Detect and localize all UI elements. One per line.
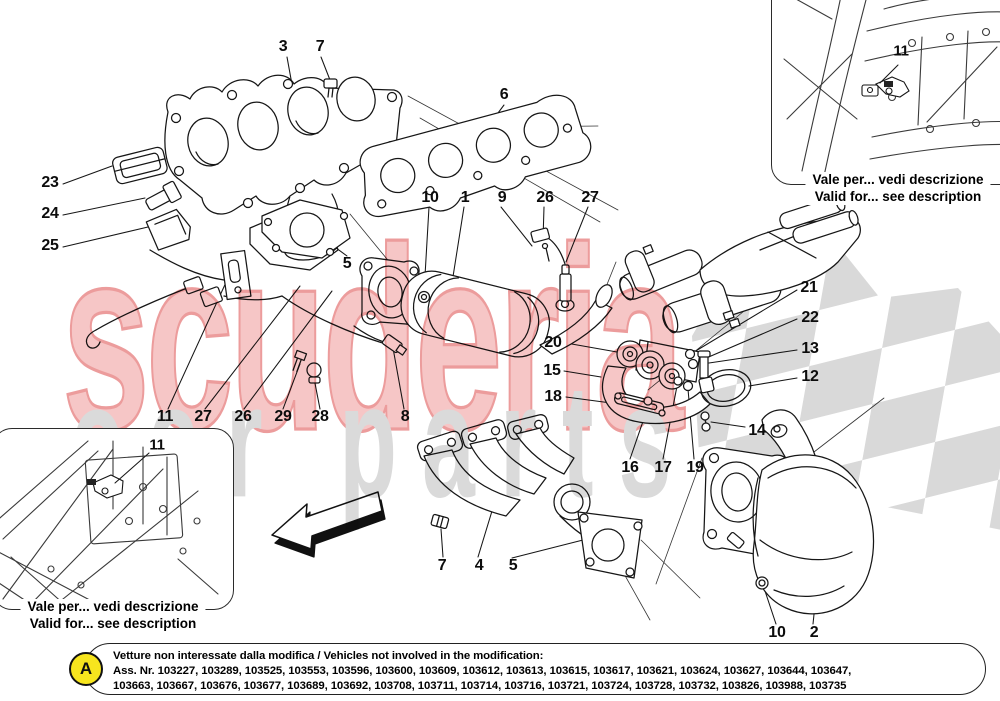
- bolt-29: [292, 349, 308, 373]
- catalytic-converter: [359, 227, 613, 358]
- mount-bracket-cluster: [601, 339, 752, 432]
- callout-15: 15: [543, 362, 561, 379]
- caption-line-italian: Vale per... vedi descrizione: [812, 172, 984, 187]
- stud-7b: [430, 513, 450, 530]
- inset-top-right-art: [783, 0, 1000, 177]
- callout-2: 2: [809, 624, 819, 641]
- callout-27-b: 27: [194, 408, 212, 425]
- callout-8: 8: [400, 408, 410, 425]
- callout-17: 17: [654, 459, 672, 476]
- footer-line-1: Vetture non interessate dalla modifica /…: [113, 650, 544, 662]
- manifold-gasket-upper: [249, 199, 351, 271]
- plug-10: [755, 576, 769, 590]
- pre-cat-converter: [702, 409, 875, 615]
- inset-top-right: 11 Vale per... vedi descrizione Valid fo…: [771, 0, 1000, 205]
- callout-11-a: 11: [156, 408, 174, 425]
- clip-23: [112, 146, 168, 185]
- inset-bottom-left-caption: Vale per... vedi descrizione Valid for..…: [20, 599, 206, 632]
- callout-7-b: 7: [437, 557, 447, 574]
- callout-29: 29: [274, 408, 292, 425]
- footer-line-3: 103663, 103667, 103676, 103677, 103689, …: [113, 679, 847, 692]
- callout-24: 24: [41, 205, 59, 222]
- bolt-13: [697, 350, 711, 379]
- callout-5-a: 5: [342, 255, 352, 272]
- callout-7-a: 7: [315, 38, 325, 55]
- bracket-part: [92, 474, 124, 499]
- inset-bottom-left: 11 Vale per... vedi descrizione Valid fo…: [0, 428, 234, 632]
- footer-line-2: Ass. Nr. 103227, 103289, 103525, 103553,…: [113, 664, 852, 677]
- direction-arrow: [271, 491, 386, 558]
- callout-6: 6: [499, 86, 509, 103]
- footer-note-box: A Vetture non interessate dalla modifica…: [69, 643, 986, 695]
- bolt-24: [145, 180, 182, 211]
- callout-1: 1: [460, 189, 470, 206]
- callout-9: 9: [497, 189, 507, 206]
- callout-28: 28: [311, 408, 329, 425]
- callout-18: 18: [544, 388, 562, 405]
- rear-silencer: [619, 195, 861, 334]
- callout-10-a: 10: [421, 189, 439, 206]
- bracket-11: [220, 249, 252, 301]
- callout-23: 23: [41, 174, 59, 191]
- callout-3: 3: [278, 38, 288, 55]
- manifold-gasket-6: [359, 94, 592, 218]
- callout-21: 21: [800, 279, 818, 296]
- inset-top-right-caption: Vale per... vedi descrizione Valid for..…: [805, 172, 991, 205]
- callout-25: 25: [41, 237, 59, 254]
- callout-14: 14: [748, 422, 766, 439]
- note-badge-a: A: [69, 652, 103, 686]
- oxygen-sensor-8: [353, 325, 408, 356]
- callout-10-b: 10: [768, 624, 786, 641]
- callout-5-b: 5: [508, 557, 518, 574]
- callout-13: 13: [801, 340, 819, 357]
- caption-line-italian: Vale per... vedi descrizione: [27, 599, 199, 614]
- caption-line-english: Valid for... see description: [29, 615, 197, 631]
- callout-16: 16: [621, 459, 639, 476]
- callout-26-a: 26: [536, 189, 554, 206]
- rear-manifold: [416, 414, 643, 579]
- sensor-harness: [85, 249, 408, 384]
- callout-19: 19: [686, 459, 704, 476]
- callout-27-a: 27: [581, 189, 599, 206]
- wedge-25: [145, 208, 191, 251]
- callout-22: 22: [801, 309, 819, 326]
- caption-line-english: Valid for... see description: [814, 188, 982, 204]
- clamp-28: [306, 362, 322, 384]
- callout-26-b: 26: [234, 408, 252, 425]
- footer-text: Vetture non interessate dalla modifica /…: [85, 644, 985, 693]
- callout-12: 12: [801, 368, 819, 385]
- callout-11-inset-bl: 11: [149, 436, 165, 454]
- callout-4: 4: [474, 557, 484, 574]
- inset-bottom-left-art: [0, 440, 219, 608]
- callout-11-inset-tr: 11: [893, 42, 909, 60]
- stud-bolt: [323, 78, 338, 98]
- callout-20: 20: [544, 334, 562, 351]
